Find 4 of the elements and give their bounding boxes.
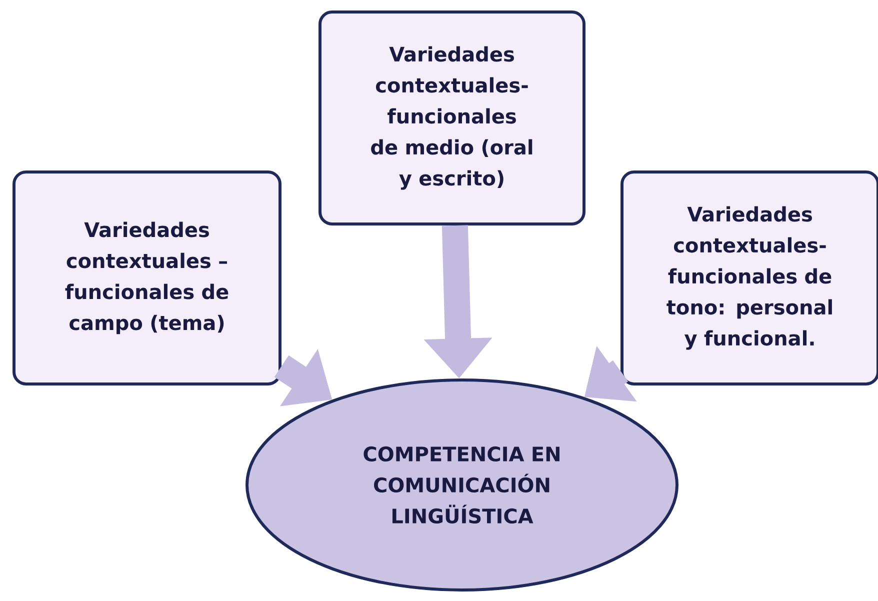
- text-box: Variedades contextuales-funcionales de medio (oral y escrito): [318, 10, 586, 226]
- text-box: Variedades contextuales-funcionales de tono: personal y funcional.: [620, 170, 878, 386]
- text-box: Variedades contextuales – funcionales de campo (tema): [12, 170, 282, 386]
- ellipse-node: COMPETENCIA EN COMUNICACIÓN LINGÜÍSTICA: [246, 378, 678, 592]
